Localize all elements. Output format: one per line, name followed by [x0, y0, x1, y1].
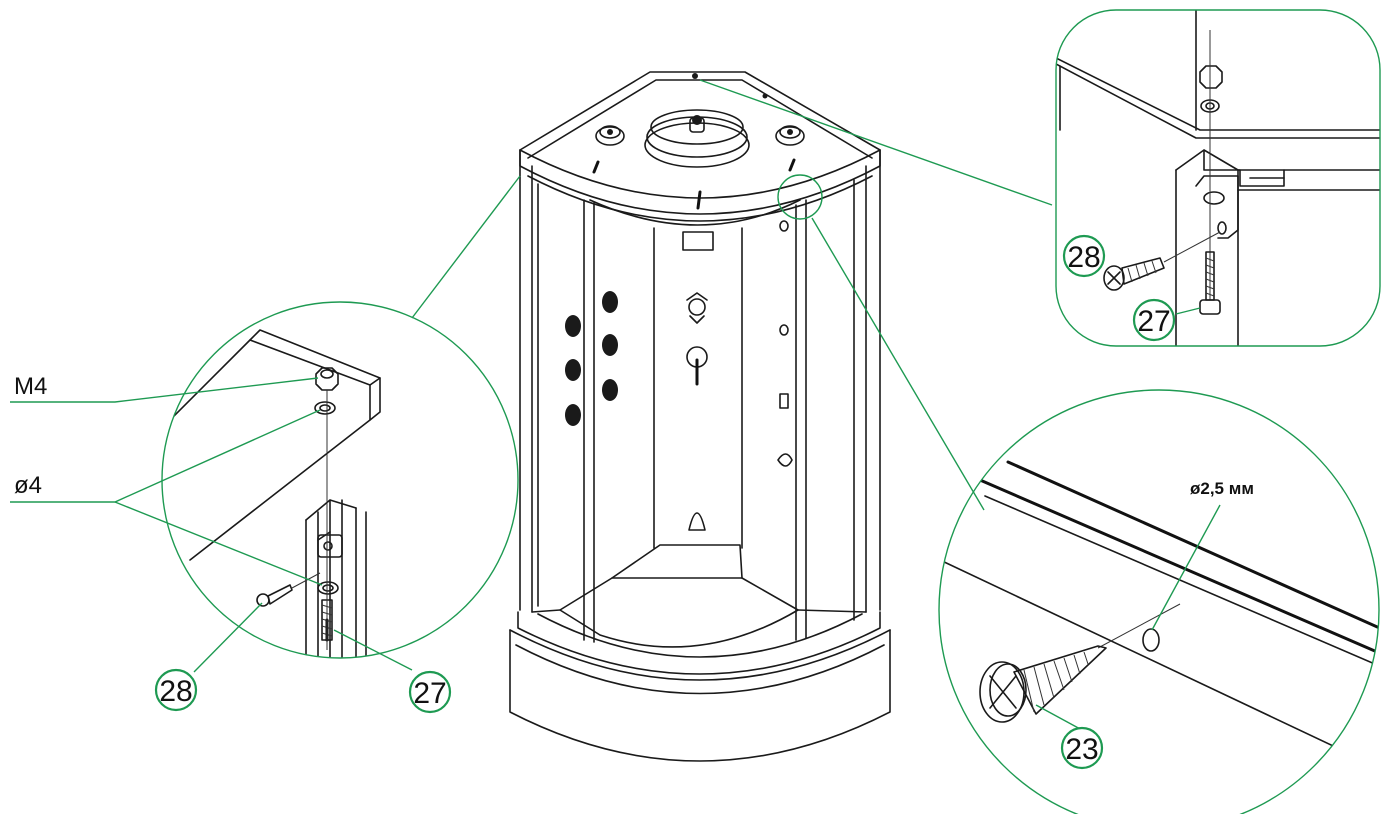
roof-speaker-left [595, 125, 625, 146]
m4-nut [315, 367, 339, 391]
cabin-frame [519, 149, 881, 643]
callout-23: 23 [1065, 733, 1098, 766]
screw-23 [979, 645, 1107, 723]
screw-28-left [256, 572, 321, 607]
shower-cabin [509, 71, 891, 762]
rain-shower-head [644, 109, 750, 168]
leader-top-detail [699, 79, 1053, 206]
washer-top [314, 401, 336, 415]
roof-speaker-right [775, 125, 805, 146]
shower-diverter [686, 292, 708, 324]
callout-28-top-ring [1062, 234, 1106, 278]
washer-bottom [317, 581, 339, 595]
callout-27-top: 27 [1137, 305, 1170, 338]
mixer-lever [686, 346, 708, 386]
callout-28-left-ring [154, 668, 198, 712]
label-hole-diameter: ø2,5 мм [1190, 479, 1254, 498]
callout-23-ring [1060, 726, 1104, 770]
leader-bottom-detail [811, 217, 985, 511]
callout-27-left-ring [408, 670, 452, 714]
left-detail-frame [161, 301, 519, 659]
shower-tray [509, 544, 891, 762]
drill-hole [1142, 628, 1160, 652]
top-right-detail: 28 27 [1055, 9, 1381, 347]
label-m4: M4 [14, 373, 47, 400]
callout-27-top-ring [1132, 298, 1176, 342]
callout-28-top: 28 [1067, 241, 1100, 274]
cabin-roof [519, 71, 881, 226]
back-panel [565, 220, 793, 531]
detail-marker [777, 174, 823, 220]
leader-lines [411, 79, 1053, 511]
leader-left-detail [411, 175, 521, 319]
callout-27-left: 27 [413, 677, 446, 710]
massage-jets [565, 291, 618, 426]
label-washer: ø4 [14, 472, 42, 499]
callout-28-left: 28 [159, 675, 192, 708]
bottom-right-detail: ø2,5 мм 23 [938, 389, 1380, 814]
bottom-right-detail-frame [938, 389, 1380, 814]
top-right-detail-frame [1055, 9, 1381, 347]
left-detail: M4 ø4 28 27 [10, 301, 519, 714]
